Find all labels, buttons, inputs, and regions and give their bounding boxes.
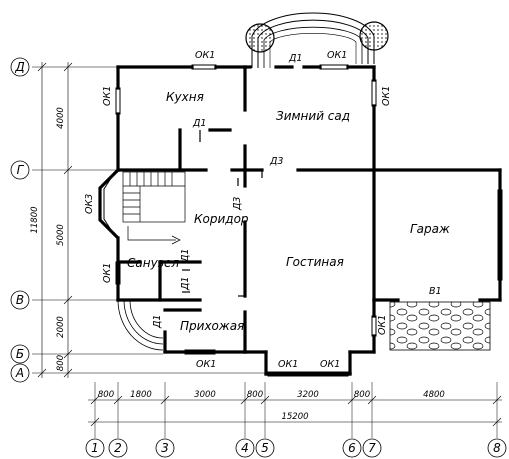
windows [115,64,503,377]
tag-d1-bath-2: Д1 [180,277,191,291]
axis-row-v: В [16,293,24,307]
tag-ok1-garage-side: ОК1 [377,315,388,335]
axis-col-5: 5 [261,441,269,455]
horizontal-dimension-lines [88,395,502,427]
tag-d1-entry: Д1 [152,315,163,329]
tag-ok1-kitchen: ОК1 [102,86,113,106]
room-corridor: Коридор [194,212,249,226]
tag-ok1-bottom-right: ОК1 [320,359,340,370]
dim-h-3: 3000 [194,390,216,400]
dim-v-4000: 4000 [56,107,66,129]
tag-ok1-top-right: ОК1 [327,50,347,61]
entrance-steps [117,299,164,351]
opening-labels: ОК1 Д1 ОК1 ОК1 ОК1 Д1 Д3 Д3 ОК3 Д1 Д1 ОК… [84,50,442,370]
tag-ok1-garden: ОК1 [381,86,392,106]
axis-col-7: 7 [368,441,376,455]
tag-ok1-top-left: ОК1 [195,50,215,61]
tag-ok3-bay: ОК3 [84,194,95,214]
axis-row-g: Г [17,163,25,177]
axis-bubbles [10,57,507,458]
tag-ok1-bath: ОК1 [102,263,113,283]
axis-row-b: Б [16,347,24,361]
dim-h-total: 15200 [281,412,308,422]
tag-d1-bath-1: Д1 [180,249,191,263]
axis-col-3: 3 [161,441,169,455]
axis-col-8: 8 [493,441,501,455]
grid-lines [32,66,498,438]
axis-col-4: 4 [241,441,249,455]
room-kitchen: Кухня [166,90,204,104]
dim-v-800: 800 [56,355,66,371]
room-living: Гостиная [286,255,344,269]
horizontal-dimension-labels: 800 1800 3000 800 3200 800 4800 15200 [98,390,445,422]
axis-col-1: 1 [91,441,99,455]
vertical-dimension-labels: 4000 5000 2000 800 11800 [30,107,66,371]
tag-d3-corridor: Д3 [269,156,283,167]
axis-labels: Д Г В Б А 1 2 3 4 5 6 7 8 [14,60,501,455]
tag-d1-kitchen: Д1 [192,118,206,129]
room-labels: Кухня Зимний сад Коридор Гараж Гостиная … [127,90,450,333]
room-hall: Прихожая [180,319,244,333]
door-marks [182,130,263,297]
room-winter-garden: Зимний сад [276,109,350,123]
vertical-dimension-lines [37,62,73,378]
tag-d3-vertical: Д3 [232,197,243,211]
staircase [122,171,186,245]
axis-col-6: 6 [348,441,356,455]
garage-driveway [389,301,491,351]
tag-v1-garage: В1 [429,286,442,297]
axis-row-d: Д [14,60,24,74]
tag-ok1-bottom-left: ОК1 [196,359,216,370]
tag-ok1-bottom-mid: ОК1 [278,359,298,370]
room-garage: Гараж [410,222,450,236]
walls [116,65,502,376]
dim-v-total: 11800 [30,206,40,233]
dim-h-6: 800 [354,390,370,400]
room-bathroom: Санузел [127,256,179,270]
dim-h-5: 3200 [297,390,319,400]
dim-v-2000: 2000 [56,316,66,338]
axis-row-a: А [15,366,24,380]
bay-window [98,168,120,240]
dim-h-1: 800 [98,390,114,400]
dim-h-2: 1800 [130,390,152,400]
dim-v-5000: 5000 [56,224,66,246]
axis-col-2: 2 [114,441,122,455]
tag-d1-top: Д1 [288,53,302,64]
dim-h-4: 800 [247,390,263,400]
top-porch [245,12,389,68]
dim-h-7: 4800 [423,390,445,400]
